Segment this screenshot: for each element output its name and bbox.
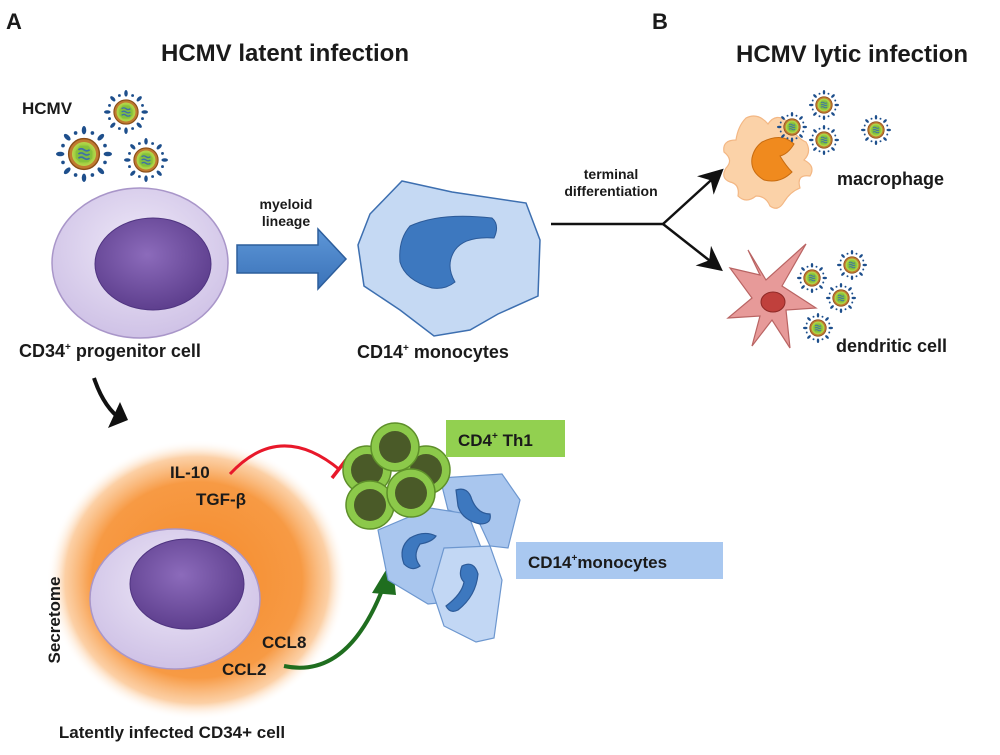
lineage-label: lineage [262,213,310,229]
virus-particle-icon [861,115,891,145]
differentiation-fork-arrow [551,168,724,272]
myeloid-lineage-arrow [236,227,348,291]
monocyte-badge [516,542,723,579]
virus-particle-icon [837,250,867,280]
panel-a-title: HCMV latent infection [161,40,409,67]
ccl2-label: CCL2 [222,660,266,679]
curved-down-arrowhead-icon [108,402,128,428]
dendritic-cell-icon [726,243,818,349]
monocyte-label: CD14+ monocytes [357,342,509,362]
tgfb-label: TGF-β [196,490,246,509]
virus-particle-icon [777,112,807,142]
virus-particle-icon [56,126,112,182]
monocyte-cell-icon [357,180,541,337]
myeloid-label: myeloid [260,196,313,212]
dendritic-cell-label: dendritic cell [836,336,947,356]
secretome-label: Secretome [45,577,64,664]
il10-label: IL-10 [170,463,210,482]
virus-particle-icon [809,90,839,120]
latent-cell-label: Latently infected CD34+ cell [59,723,285,742]
hcmv-label: HCMV [22,99,73,118]
virus-particle-icon [124,138,168,182]
macrophage-label: macrophage [837,169,944,189]
th1-cell-cluster-icon [342,422,451,530]
macrophage-cell-icon [723,115,813,209]
virus-particle-icon [803,313,833,343]
th1-badge [446,420,565,457]
ccl8-label: CCL8 [262,633,306,652]
panel-b-letter: B [652,9,668,34]
differentiation-label: differentiation [564,183,657,199]
activation-arc [283,579,388,670]
panel-b-title: HCMV lytic infection [736,41,968,68]
monocyte-cluster-icon [377,473,521,643]
virus-particle-icon [809,125,839,155]
virus-particle-icon [826,283,856,313]
th1-badge-label: CD4+ Th1 [458,431,533,450]
inhibition-arc [228,444,341,476]
virus-particle-icon [797,263,827,293]
terminal-label: terminal [584,166,638,182]
progenitor-cell-icon [51,187,229,339]
virus-particle-icon [104,90,148,134]
monocyte-badge-label: CD14+monocytes [528,553,667,572]
panel-a-letter: A [6,9,22,34]
latent-cd34-cell-icon [89,528,261,670]
progenitor-cell-label: CD34+ progenitor cell [19,341,201,361]
